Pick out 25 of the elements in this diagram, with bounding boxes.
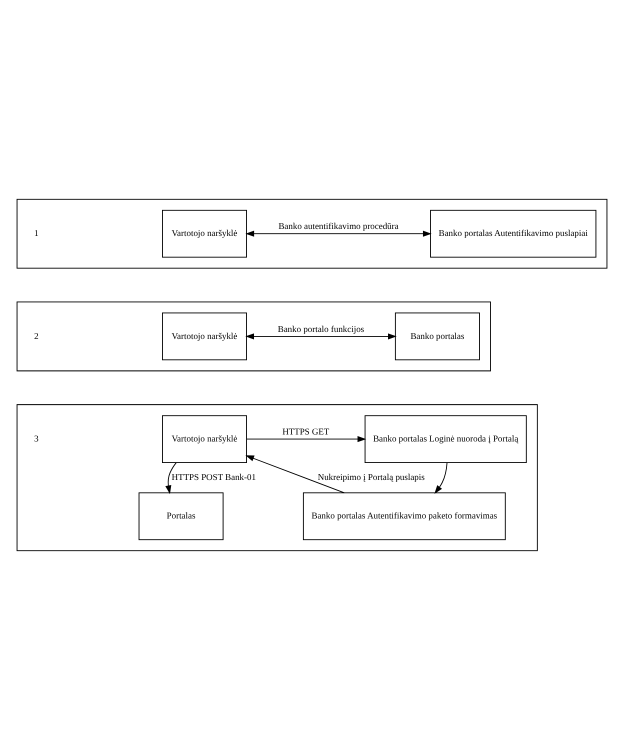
node-box: Banko portalas xyxy=(394,312,480,360)
edge-label: Banko portalo funkcijos xyxy=(278,323,364,334)
label: 1 xyxy=(34,228,39,238)
node-box: Vartotojo naršyklė xyxy=(162,312,247,360)
node-box: Banko portalas Autentifikavimo paketo formavimas xyxy=(302,492,506,540)
arrow xyxy=(245,332,397,339)
arrow xyxy=(246,436,366,442)
cluster xyxy=(16,301,491,371)
edge-label: Banko autentifikavimo procedūra xyxy=(278,220,399,231)
arrow xyxy=(245,454,345,493)
node-box: Portalas xyxy=(138,492,224,540)
arrow xyxy=(165,462,177,494)
node-box: Banko portalas Loginė nuoroda į Portalą xyxy=(364,414,527,462)
arrow xyxy=(434,462,448,494)
edge-label: Nukreipimo į Portalą puslapis xyxy=(318,472,425,482)
node-box: Vartotojo naršyklė xyxy=(162,209,247,258)
cluster xyxy=(16,198,608,268)
label: 3 xyxy=(34,432,39,443)
edge-label: HTTPS GET xyxy=(282,426,330,436)
node-box: Vartotojo naršyklė xyxy=(162,414,247,462)
node-box: Banko portalas Autentifikavimo puslapiai xyxy=(430,209,596,258)
cluster xyxy=(16,404,538,551)
arrow xyxy=(245,230,432,236)
edge-label: HTTPS POST Bank-01 xyxy=(172,472,256,482)
label: 2 xyxy=(34,330,39,340)
